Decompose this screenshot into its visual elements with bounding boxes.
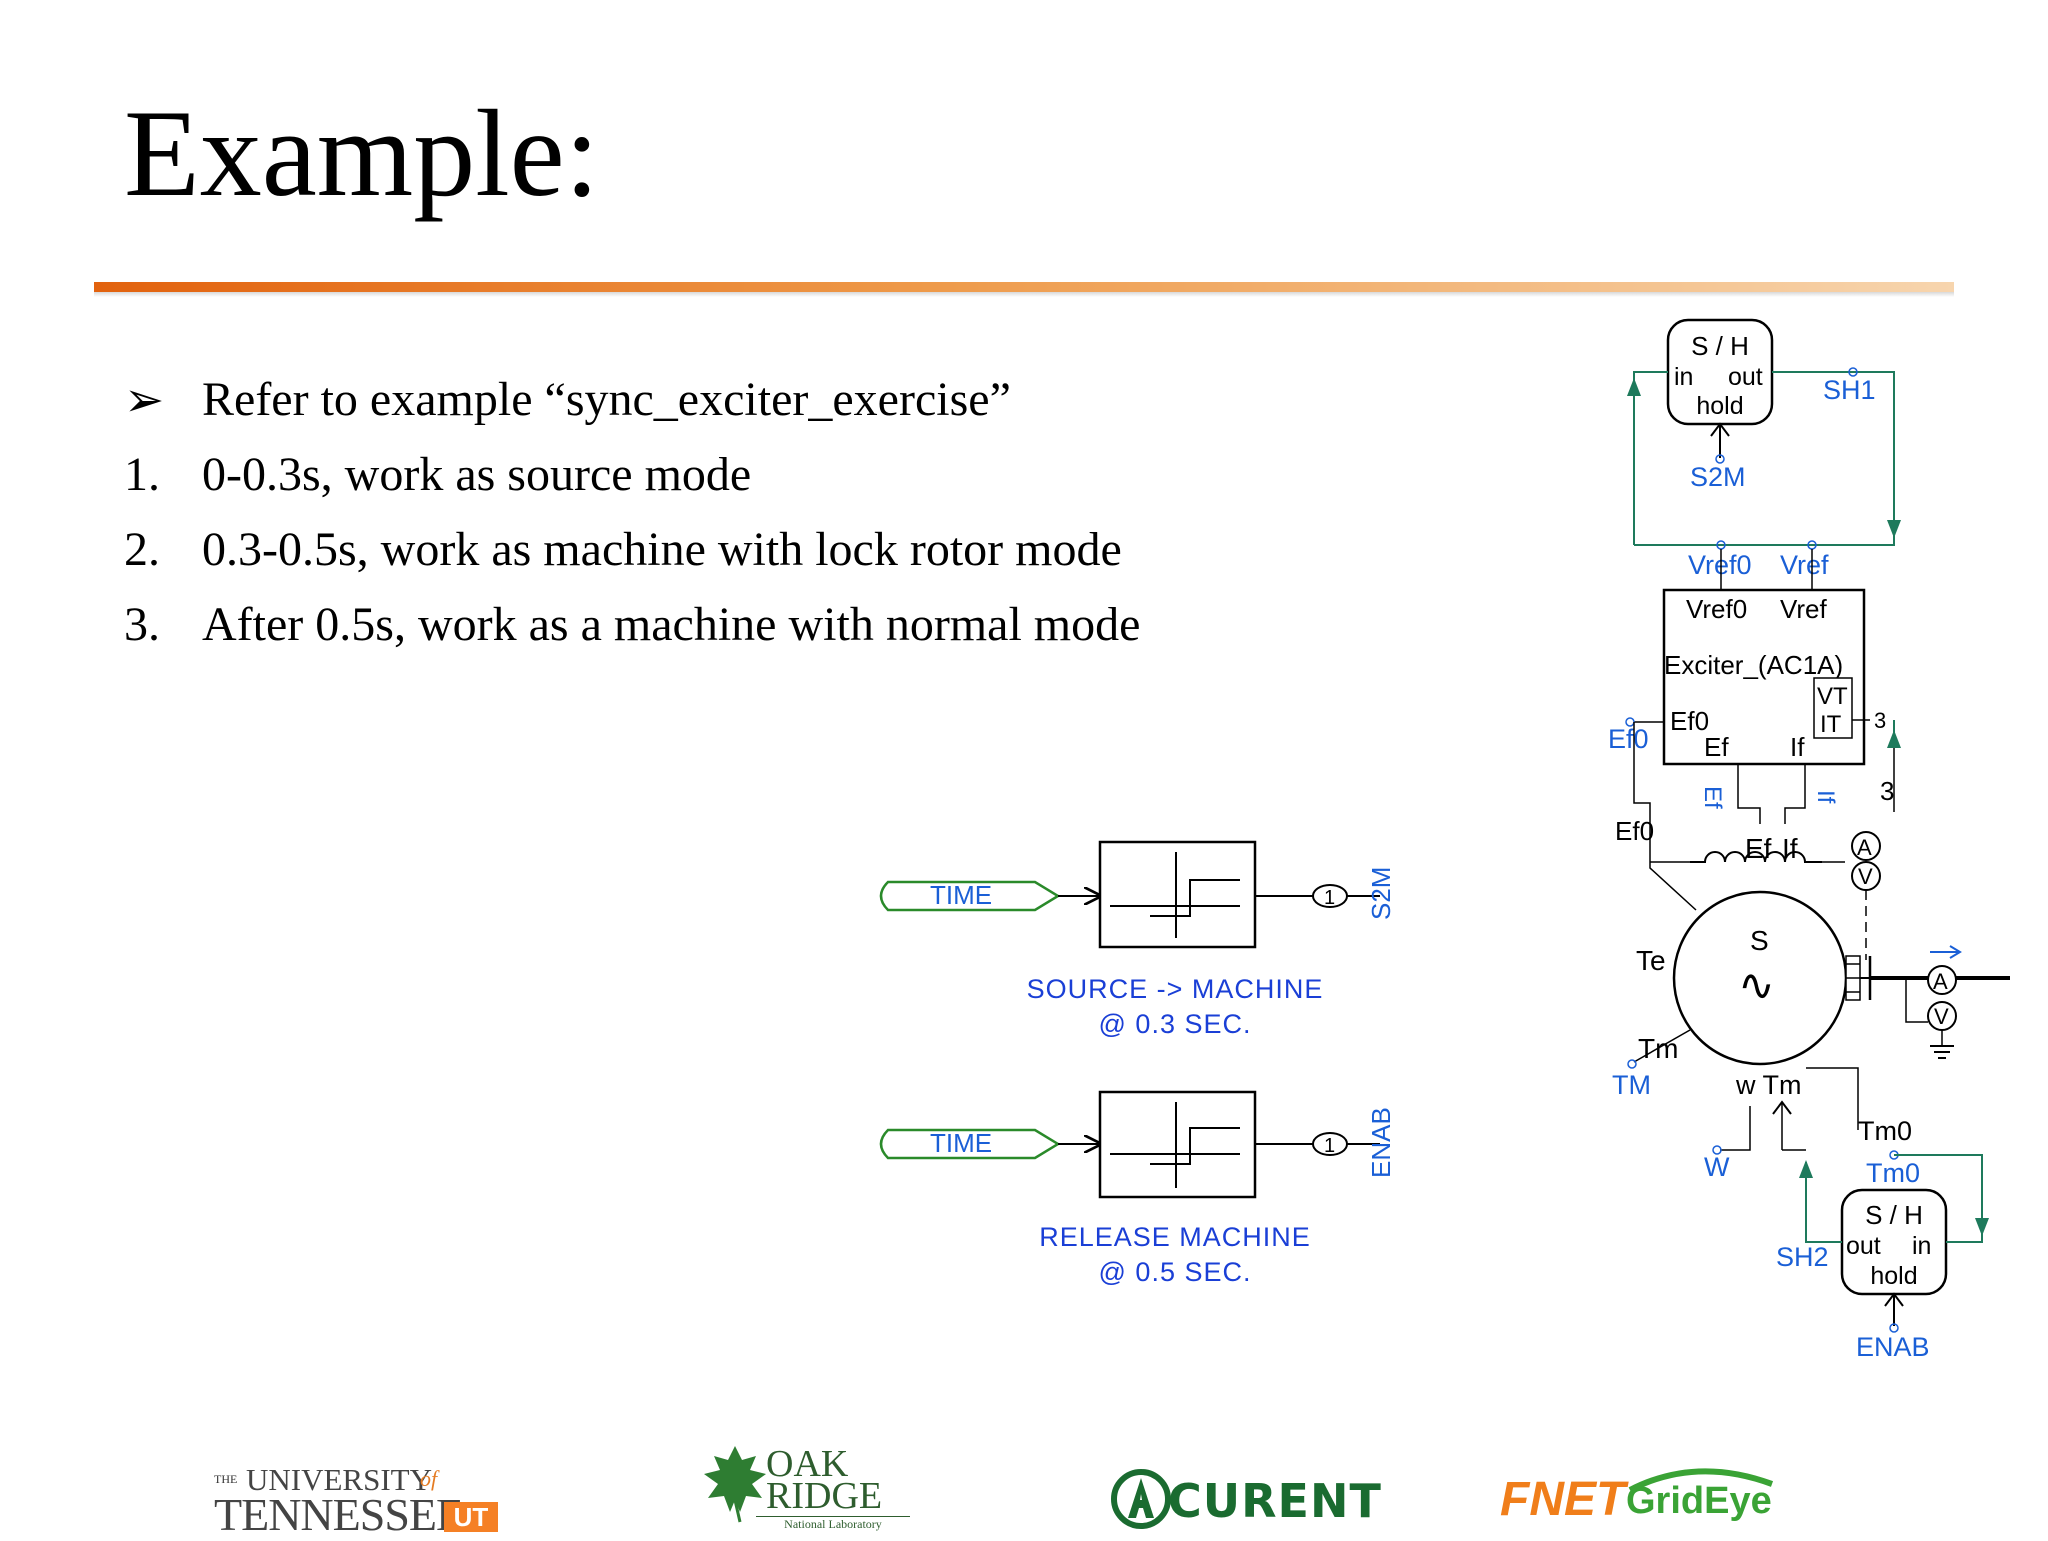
ornl-oak: OAK bbox=[766, 1443, 849, 1485]
speed-torque-label: w Tm bbox=[1735, 1070, 1802, 1100]
node-label: 1 bbox=[1324, 1135, 1335, 1157]
ac-source-icon: ∿ bbox=[1738, 960, 1775, 1011]
sample-hold-block-top: S / H in out hold bbox=[1666, 318, 1774, 426]
time-step-block-source: TIME 1 S2M SOURCE -> MACHINE @ 0.3 SEC. bbox=[879, 840, 1396, 1039]
fnet-wordmark: FNET bbox=[1500, 1473, 1626, 1526]
exciter-vref-port: Vref bbox=[1780, 594, 1827, 624]
step-function-block bbox=[1098, 840, 1257, 949]
enab-signal-label: ENAB bbox=[1366, 1107, 1396, 1178]
vt-it-bus-count: 3 bbox=[1874, 708, 1886, 733]
exciter-if-port: If bbox=[1790, 732, 1805, 762]
ut-the: THE bbox=[214, 1472, 238, 1486]
exciter-block: Vref0 Vref Exciter_(AC1A) VT IT Ef0 Ef I… bbox=[1662, 588, 1866, 766]
oak-leaf-icon bbox=[704, 1446, 766, 1523]
enab-control-label: ENAB bbox=[1856, 1332, 1930, 1362]
sh1-output-label: SH1 bbox=[1823, 375, 1876, 405]
exciter-vt-port: VT bbox=[1817, 683, 1848, 710]
ut-tennessee: TENNESSEE bbox=[214, 1489, 464, 1540]
ornl-subtitle: National Laboratory bbox=[756, 1516, 910, 1532]
te-label: Te bbox=[1636, 945, 1666, 976]
time-label: TIME bbox=[930, 880, 992, 910]
s2m-control-label: S2M bbox=[1690, 462, 1746, 492]
tm0-feedback-wire bbox=[1894, 1154, 1983, 1243]
sh-hold-label: hold bbox=[1696, 392, 1743, 420]
tm0-signal-label: Tm0 bbox=[1866, 1158, 1920, 1188]
vref-signal-label: Vref bbox=[1780, 550, 1829, 580]
node-label: 1 bbox=[1324, 887, 1335, 909]
sh-in-label: in bbox=[1674, 363, 1693, 391]
release-caption-time: @ 0.5 SEC. bbox=[1099, 1257, 1252, 1287]
bullet-number: 2. bbox=[124, 523, 160, 576]
sh-title: S / H bbox=[1865, 1200, 1923, 1230]
ammeter-icon bbox=[1927, 965, 1957, 995]
ut-mark: UT bbox=[444, 1502, 498, 1532]
source-caption-time: @ 0.3 SEC. bbox=[1099, 1009, 1252, 1039]
ammeter-label: A bbox=[1933, 969, 1948, 994]
fnet-grideye-logo: FNET GridEye bbox=[1500, 1462, 1780, 1532]
field-winding-coil bbox=[1690, 851, 1822, 863]
bullet-arrow-icon: ➢ bbox=[124, 374, 165, 427]
step-function-block bbox=[1098, 1090, 1257, 1199]
sh-in-label: in bbox=[1912, 1232, 1931, 1260]
oak-ridge-logo: OAK RIDGE National Laboratory bbox=[700, 1440, 910, 1532]
time-step-block-release: TIME 1 ENAB RELEASE MACHINE @ 0.5 SEC. bbox=[879, 1090, 1396, 1287]
sh1-output-wire bbox=[1634, 371, 1895, 546]
grideye-wordmark: GridEye bbox=[1626, 1480, 1772, 1522]
sh-hold-label: hold bbox=[1870, 1262, 1917, 1290]
curent-logo: CURENT bbox=[1110, 1468, 1390, 1532]
sample-hold-block-bottom: S / H out in hold bbox=[1840, 1188, 1948, 1296]
synchronous-machine: S ∿ bbox=[1672, 890, 1848, 1066]
bullet-text: Refer to example “sync_exciter_exercise” bbox=[202, 373, 1011, 426]
exciter-name: Exciter_(AC1A) bbox=[1664, 650, 1843, 680]
ef0-wire-label: Ef0 bbox=[1615, 816, 1654, 846]
grideye-arc-icon bbox=[1628, 1468, 1774, 1492]
time-label: TIME bbox=[930, 1128, 992, 1158]
sh-out-label: out bbox=[1728, 363, 1763, 391]
if-signal-vertical: If bbox=[1812, 790, 1839, 804]
ut-university: UNIVERSITY bbox=[246, 1462, 432, 1497]
ef0-signal-label: Ef0 bbox=[1608, 724, 1649, 754]
sh-title: S / H bbox=[1691, 331, 1749, 361]
bullet-number: 1. bbox=[124, 448, 160, 501]
title-underline-shadow bbox=[94, 292, 1954, 297]
ammeter-label: A bbox=[1857, 835, 1872, 860]
voltmeter-label: V bbox=[1934, 1004, 1949, 1029]
university-of-tennessee-logo: THE UNIVERSITY of TENNESSEE UT bbox=[210, 1462, 510, 1540]
machine-type-label: S bbox=[1750, 925, 1769, 956]
bullet-text: 0-0.3s, work as source mode bbox=[202, 448, 752, 501]
s2m-signal-label: S2M bbox=[1366, 867, 1396, 920]
time-input-tag bbox=[879, 1128, 1061, 1160]
ornl-ridge: RIDGE bbox=[766, 1475, 883, 1517]
tm-signal-label: TM bbox=[1612, 1070, 1651, 1100]
w-signal-label: W bbox=[1704, 1152, 1730, 1182]
field-ef-label: Ef bbox=[1745, 833, 1772, 864]
voltmeter-label: V bbox=[1858, 864, 1873, 889]
curent-wordmark: CURENT bbox=[1168, 1474, 1382, 1528]
sh2-output-wire bbox=[1805, 1162, 1842, 1243]
vref0-signal-label: Vref0 bbox=[1688, 550, 1752, 580]
sh1-feedback-wire bbox=[1633, 371, 1668, 545]
exciter-ef0-port: Ef0 bbox=[1670, 706, 1709, 736]
ef-signal-vertical: Ef bbox=[1699, 786, 1726, 809]
release-caption: RELEASE MACHINE bbox=[1039, 1222, 1311, 1252]
slide-title: Example: bbox=[124, 85, 600, 222]
bullet-number: 3. bbox=[124, 598, 160, 651]
exciter-ef-port: Ef bbox=[1704, 732, 1729, 762]
bullet-text: After 0.5s, work as a machine with norma… bbox=[202, 598, 1141, 651]
ut-of: of bbox=[420, 1466, 438, 1491]
ammeter-icon bbox=[1851, 831, 1881, 861]
time-input-tag bbox=[879, 880, 1061, 912]
curent-emblem-icon bbox=[1111, 1469, 1171, 1529]
sh2-output-label: SH2 bbox=[1776, 1242, 1829, 1272]
title-underline bbox=[94, 282, 1954, 292]
exciter-it-port: IT bbox=[1820, 711, 1842, 738]
bullet-text: 0.3-0.5s, work as machine with lock roto… bbox=[202, 523, 1122, 576]
exciter-vref0-port: Vref0 bbox=[1686, 594, 1747, 624]
source-caption: SOURCE -> MACHINE bbox=[1027, 974, 1324, 1004]
tm0-label: Tm0 bbox=[1858, 1116, 1912, 1146]
bus-count-label: 3 bbox=[1880, 776, 1894, 806]
sh-out-label: out bbox=[1846, 1232, 1881, 1260]
